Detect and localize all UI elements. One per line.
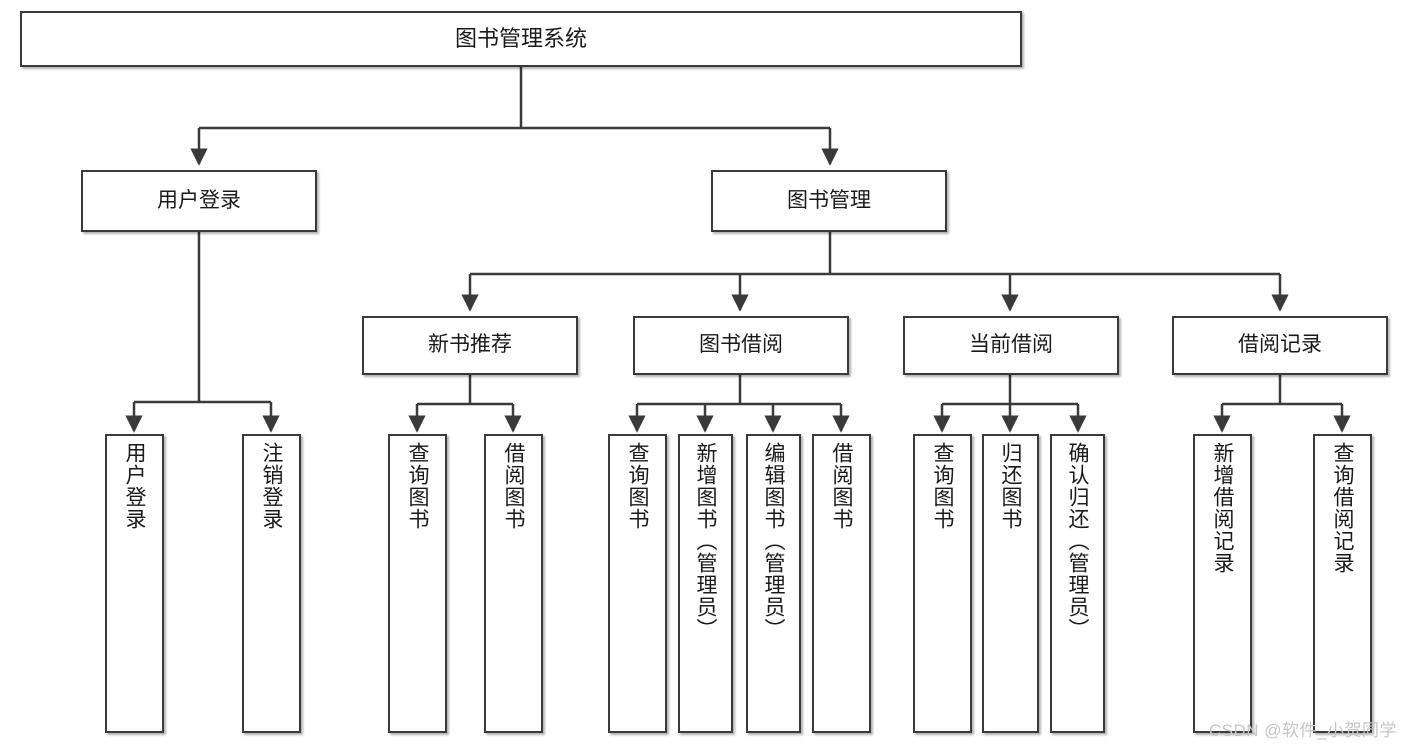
node-label: 图书管理 <box>787 188 871 212</box>
node-label: 图书管理系统 <box>454 26 587 52</box>
node-current-borrowing[interactable]: 当前借阅 <box>903 316 1119 375</box>
node-borrowing-records[interactable]: 借阅记录 <box>1172 316 1388 375</box>
node-leaf-confirm-return-admin[interactable]: 确认归还（管理员） <box>1050 434 1105 733</box>
node-label: 新书推荐 <box>428 333 512 357</box>
node-label: 当前借阅 <box>969 333 1053 357</box>
node-label: 查询图书 <box>626 442 649 530</box>
node-book-management[interactable]: 图书管理 <box>711 170 947 232</box>
node-label: 新增借阅记录 <box>1211 442 1234 574</box>
node-label: 借阅图书 <box>830 442 853 530</box>
node-label: 编辑图书（管理员） <box>762 442 785 640</box>
node-label: 确认归还（管理员） <box>1066 442 1089 640</box>
node-label: 用户登录 <box>123 442 146 530</box>
node-leaf-user-login[interactable]: 用户登录 <box>105 434 164 733</box>
node-label: 借阅记录 <box>1238 333 1322 357</box>
node-book-borrowing[interactable]: 图书借阅 <box>633 316 849 375</box>
node-label: 归还图书 <box>999 442 1022 530</box>
node-leaf-query-borrow-record[interactable]: 查询借阅记录 <box>1313 434 1372 733</box>
node-leaf-query-books-borrow[interactable]: 查询图书 <box>608 434 667 733</box>
node-label: 查询图书 <box>931 442 954 530</box>
node-root-book-management-system[interactable]: 图书管理系统 <box>20 11 1022 67</box>
node-leaf-borrow-books[interactable]: 借阅图书 <box>812 434 871 733</box>
node-user-login[interactable]: 用户登录 <box>81 170 317 232</box>
node-leaf-borrow-books-newbook[interactable]: 借阅图书 <box>484 434 543 733</box>
node-label: 查询图书 <box>406 442 429 530</box>
node-leaf-return-books[interactable]: 归还图书 <box>982 434 1039 733</box>
node-label: 新增图书（管理员） <box>694 442 717 640</box>
node-leaf-edit-book-admin[interactable]: 编辑图书（管理员） <box>746 434 801 733</box>
node-leaf-add-borrow-record[interactable]: 新增借阅记录 <box>1193 434 1252 733</box>
node-leaf-query-books-current[interactable]: 查询图书 <box>913 434 972 733</box>
node-label: 图书借阅 <box>699 333 783 357</box>
node-label: 用户登录 <box>157 188 241 212</box>
node-leaf-logout[interactable]: 注销登录 <box>242 434 301 733</box>
node-label: 查询借阅记录 <box>1331 442 1354 574</box>
node-label: 注销登录 <box>260 442 283 530</box>
node-leaf-query-books-newbook[interactable]: 查询图书 <box>388 434 447 733</box>
node-new-book-recommendation[interactable]: 新书推荐 <box>362 316 578 375</box>
node-label: 借阅图书 <box>502 442 525 530</box>
watermark: CSDN @软件_小贺同学 <box>1208 721 1397 740</box>
node-leaf-add-book-admin[interactable]: 新增图书（管理员） <box>678 434 733 733</box>
